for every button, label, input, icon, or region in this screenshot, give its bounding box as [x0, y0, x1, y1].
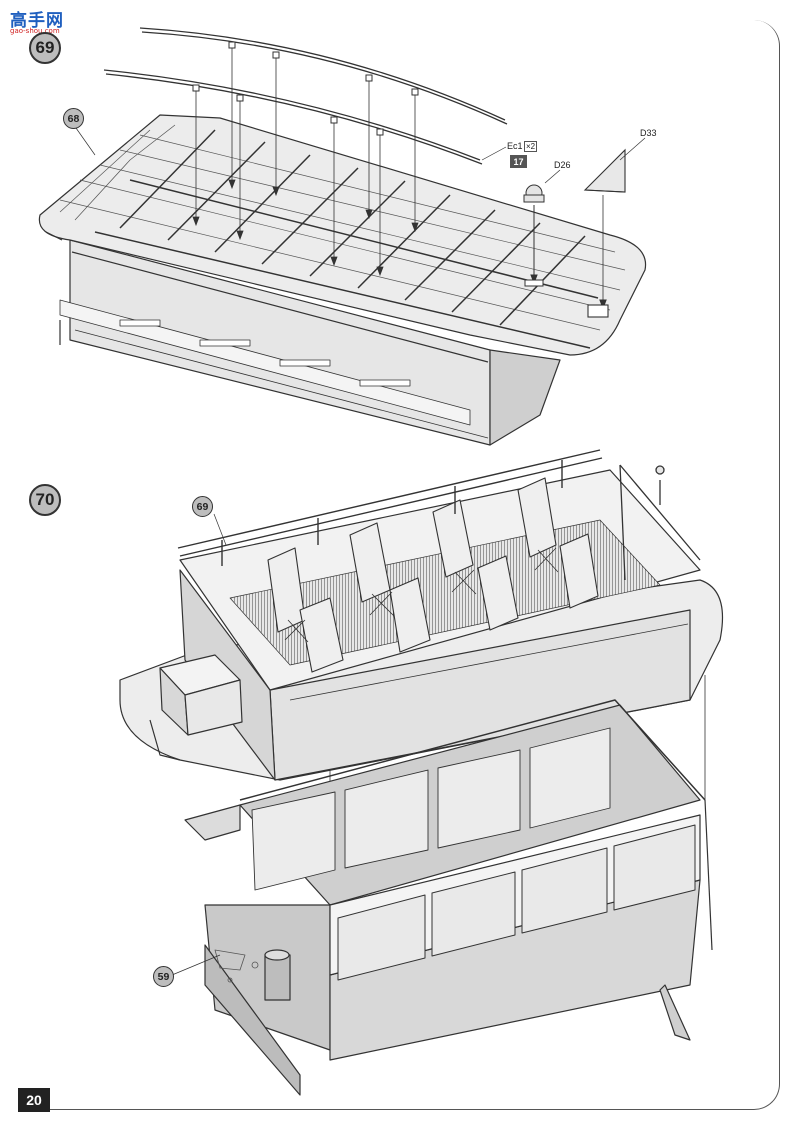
callout-59: 59 — [153, 966, 174, 987]
sprue-number-17: 17 — [510, 155, 527, 168]
leader-69 — [213, 513, 227, 546]
site-watermark-logo: 高手网 gao-shou.com — [6, 4, 70, 38]
lower-body-assembly — [184, 699, 713, 1096]
leader-68 — [75, 127, 96, 156]
step-69-badge: 69 — [29, 32, 61, 64]
part-d26 — [523, 169, 561, 287]
upper-deck-assembly — [119, 449, 724, 781]
step-70-badge: 70 — [29, 484, 61, 516]
callout-68: 68 — [63, 108, 84, 129]
leader-59 — [171, 954, 221, 976]
callout-69: 69 — [192, 496, 213, 517]
page-number: 20 — [18, 1088, 50, 1112]
watermark-url: gao-shou.com — [10, 27, 60, 35]
handrail-parts — [103, 27, 508, 165]
watermark-title: 高手网 — [10, 11, 64, 31]
page-frame — [20, 20, 780, 1110]
part-label-d33: D33 — [640, 128, 657, 138]
roof-deck-assembly — [38, 114, 647, 446]
part-qty-ec1: ×2 — [524, 141, 538, 152]
part-label-d26: D26 — [554, 160, 571, 170]
part-d33 — [583, 137, 646, 318]
placement-arrows — [192, 41, 419, 277]
part-label-ec1: Ec1 — [507, 141, 523, 151]
